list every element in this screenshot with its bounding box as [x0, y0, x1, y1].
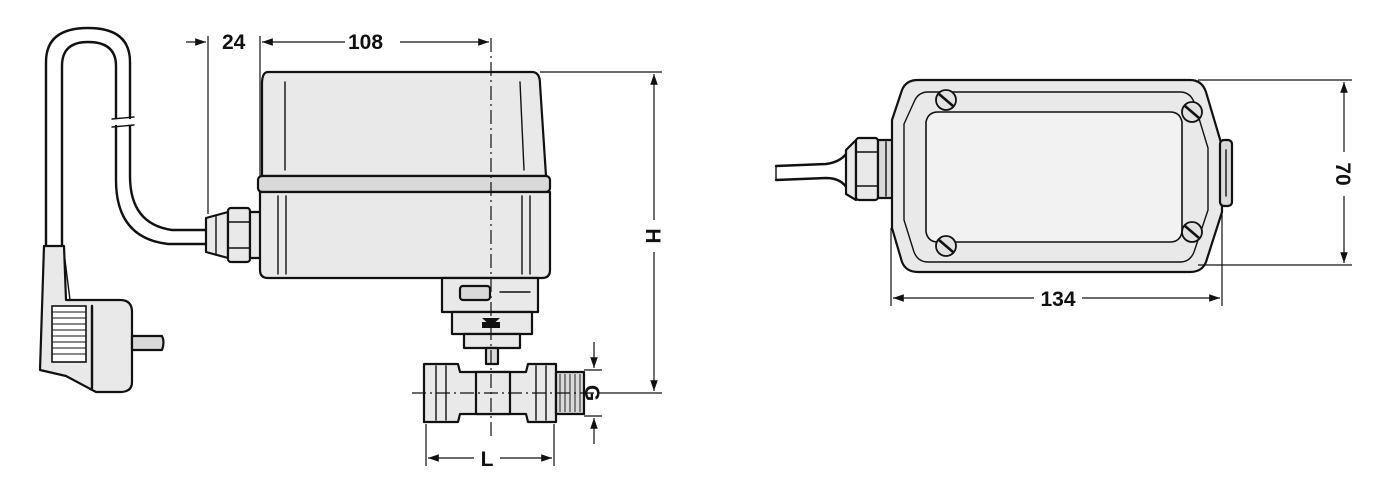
top-view: 134 70 — [774, 78, 1354, 311]
dimension-134: 134 — [890, 212, 1223, 311]
dimension-l: L — [425, 424, 555, 471]
top-view-housing — [890, 78, 1234, 274]
top-view-cable — [774, 152, 850, 192]
power-cable — [44, 26, 210, 250]
schuko-plug — [38, 244, 165, 394]
screw-top-right — [1181, 101, 1203, 123]
cable-gland — [204, 206, 266, 264]
ball-valve — [412, 362, 596, 424]
dimension-24: 24 — [186, 31, 246, 214]
valve-adapter — [440, 276, 540, 366]
dim-label-108: 108 — [348, 31, 383, 54]
screw-bottom-left — [935, 235, 957, 257]
actuator-housing — [256, 70, 552, 280]
dim-label-24: 24 — [222, 31, 246, 54]
top-view-screws — [935, 89, 1203, 257]
dim-label-h: H — [641, 228, 664, 243]
side-view: 24 108 H G — [38, 26, 664, 471]
dim-label-l: L — [481, 448, 494, 471]
dimension-h: H — [540, 71, 664, 394]
dimension-108: 108 — [259, 31, 489, 176]
dim-label-70: 70 — [1331, 162, 1354, 185]
screw-bottom-right — [1181, 221, 1203, 243]
screw-top-left — [935, 89, 957, 111]
top-view-cable-gland — [844, 136, 896, 202]
dim-label-134: 134 — [1040, 288, 1075, 311]
dim-label-g: G — [580, 385, 603, 401]
dimension-g: G — [580, 342, 603, 444]
dimension-70: 70 — [1198, 79, 1354, 266]
